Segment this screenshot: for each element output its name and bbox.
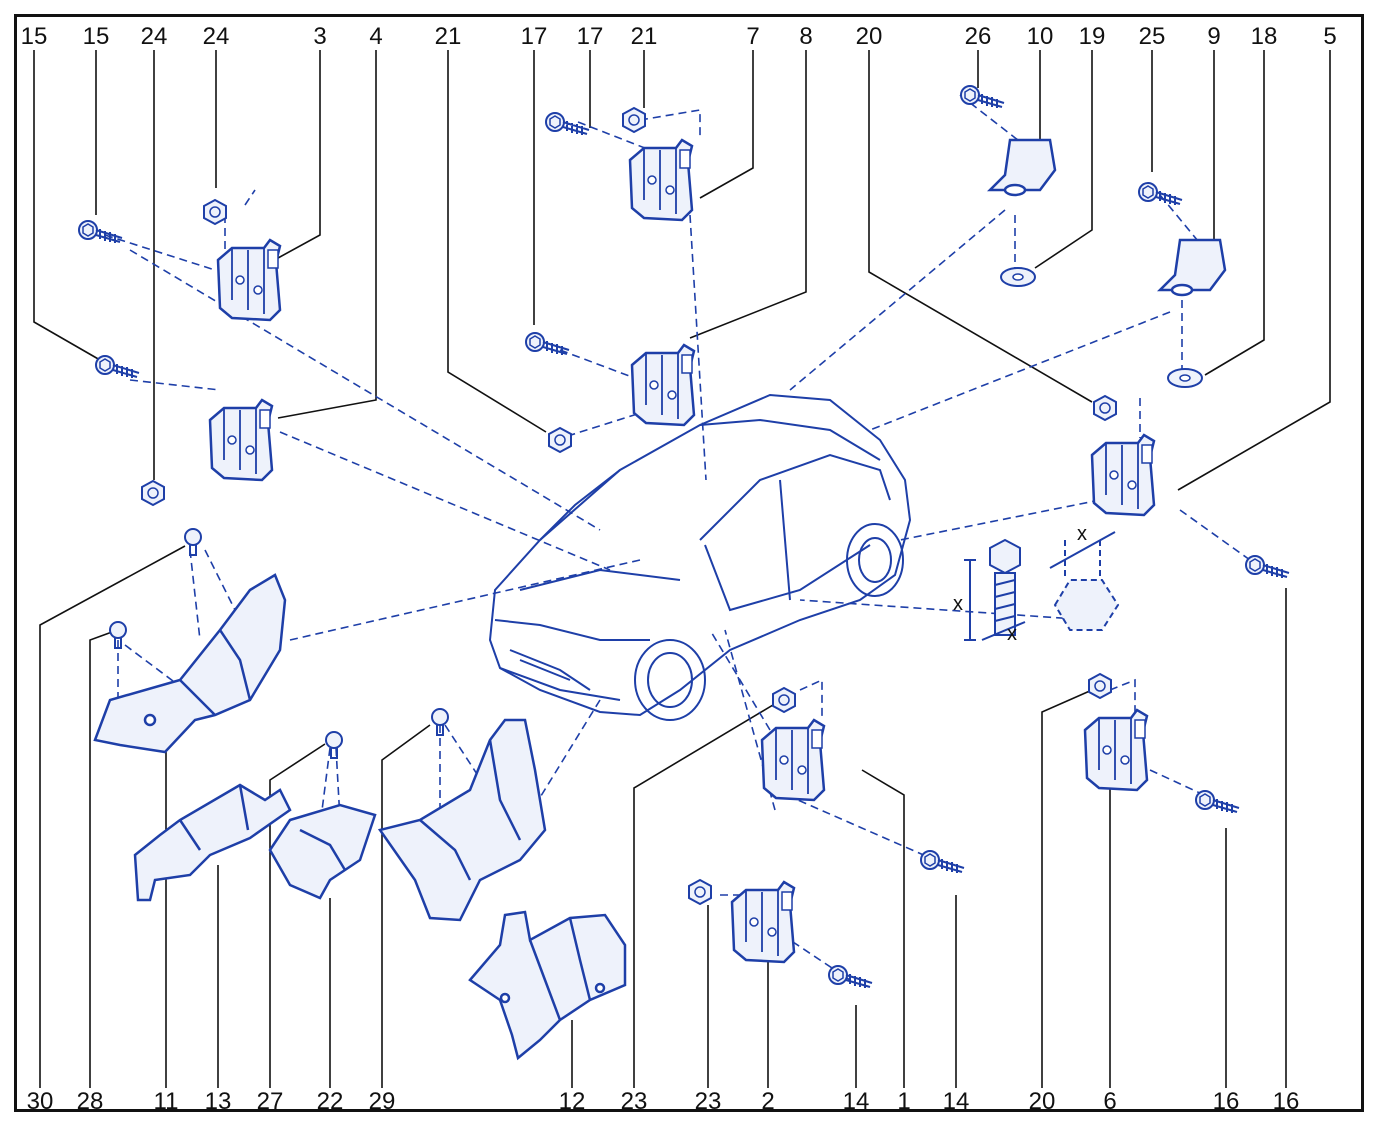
dimension-detail [964,531,1120,641]
callout-label: 10 [1026,23,1054,50]
bracket-icon [93,573,287,754]
vehicle-outline [488,393,912,721]
leader-lines [33,50,1331,1088]
callout-label: 30 [26,1088,54,1115]
nut-icon [1093,395,1117,421]
callout-label: 3 [313,23,327,50]
push-clip-icon [184,528,202,556]
callout-label: 20 [855,23,883,50]
callout-label: 7 [746,23,760,50]
bolt-icon [78,220,123,244]
bolt-icon [920,850,965,874]
bolt-icon [1245,555,1290,579]
callout-label: 28 [76,1088,104,1115]
washer-icon [1167,368,1203,388]
callout-label: 1 [897,1088,911,1115]
hinge-icon [1090,433,1156,517]
callout-label: 8 [799,23,813,50]
dimension-label: x [1077,523,1087,545]
bolt-icon [95,355,140,379]
callout-label: 25 [1138,23,1166,50]
dimension-label: x [953,593,963,615]
callout-label: 6 [1103,1088,1117,1115]
callout-label: 16 [1212,1088,1240,1115]
callout-label: 4 [369,23,383,50]
callout-label: 14 [942,1088,970,1115]
callout-label: 23 [694,1088,722,1115]
nut-icon [203,199,227,225]
callout-label: 17 [576,23,604,50]
callout-label: 13 [204,1088,232,1115]
bracket-icon [133,783,292,902]
bracket-icon [268,803,377,900]
callout-label: 14 [842,1088,870,1115]
bolt-icon [1138,182,1183,206]
nut-icon [622,107,646,133]
hinge-icon [216,238,282,322]
hinge-icon [730,880,796,964]
nut-icon [772,687,796,713]
bracket-icon [468,910,627,1061]
callout-label: 19 [1078,23,1106,50]
hinge-icon [208,398,274,482]
callout-label: 17 [520,23,548,50]
callout-label: 26 [964,23,992,50]
callout-label: 27 [256,1088,284,1115]
hinge-icon [760,718,826,802]
hinge-icon [630,343,696,427]
callout-label: 23 [620,1088,648,1115]
callout-label: 18 [1250,23,1278,50]
callout-label: 9 [1207,23,1221,50]
dimension-label: x [1007,623,1017,645]
callout-label: 21 [630,23,658,50]
bracket-icon [986,138,1227,297]
hinge-icon [628,138,694,222]
callout-label: 15 [20,23,48,50]
callout-label: 22 [316,1088,344,1115]
bolt-icon [1195,790,1240,814]
callout-label: 11 [153,1088,179,1115]
callout-label: 16 [1272,1088,1300,1115]
nut-icon [141,480,165,506]
callout-label: 24 [140,23,168,50]
callout-label: 5 [1323,23,1337,50]
callout-label: 2 [761,1088,775,1115]
bolt-icon [828,965,873,989]
callout-label: 12 [558,1088,586,1115]
push-clip-icon [325,731,343,759]
nut-icon [688,879,712,905]
callout-label: 24 [202,23,230,50]
bolt-icon [525,332,570,356]
washer-icon [1000,267,1036,287]
callout-label: 21 [434,23,462,50]
hinge-icon [1083,708,1149,792]
bracket-icon [377,718,547,922]
callout-label: 20 [1028,1088,1056,1115]
bolt-icon [960,85,1005,109]
callout-label: 15 [82,23,110,50]
callout-label: 29 [368,1088,396,1115]
nut-icon [548,427,572,453]
nut-icon [1088,673,1112,699]
